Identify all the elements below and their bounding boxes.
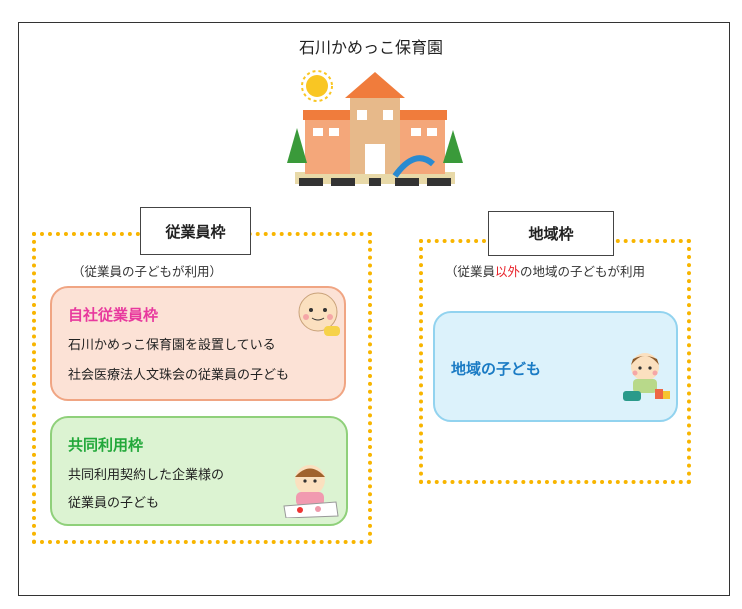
shared-use-card: 共同利用枠 共同利用契約した企業様の 従業員の子ども [50, 416, 348, 526]
sun-icon [301, 70, 333, 102]
community-quota-label: 地域枠 [488, 211, 614, 256]
page-title: 石川かめっこ保育園 [298, 38, 443, 57]
subtitle-suffix: の地域の子どもが利用 [520, 264, 646, 279]
child-drawing-illustration [283, 465, 339, 518]
boy-with-toy-illustration [623, 353, 670, 401]
own-employee-card: 自社従業員枠 石川かめっこ保育園を設置している 社会医療法人文珠会の従業員の子ど… [50, 286, 346, 401]
subtitle-prefix: （従業員 [445, 264, 496, 279]
shared-use-line2: 従業員の子ども [68, 496, 160, 511]
employee-quota-label: 従業員枠 [140, 207, 251, 255]
own-employee-line1: 石川かめっこ保育園を設置している [68, 338, 276, 353]
community-child-card: 地域の子ども [433, 311, 678, 422]
subtitle-highlight: 以外 [495, 264, 521, 279]
diagram-frame [18, 22, 730, 596]
shared-use-line1: 共同利用契約した企業様の [68, 468, 225, 483]
tree-icon [287, 128, 463, 163]
community-child-heading: 地域の子ども [451, 360, 542, 378]
nursery-building-illustration [287, 70, 463, 186]
own-employee-heading: 自社従業員枠 [68, 306, 159, 324]
baby-illustration [298, 292, 340, 336]
employee-quota-subtitle: （従業員の子どもが利用） [72, 264, 223, 279]
community-quota-subtitle: （従業員以外の地域の子どもが利用 [445, 261, 645, 280]
own-employee-line2: 社会医療法人文珠会の従業員の子ども [68, 368, 290, 383]
shared-use-heading: 共同利用枠 [68, 436, 144, 454]
